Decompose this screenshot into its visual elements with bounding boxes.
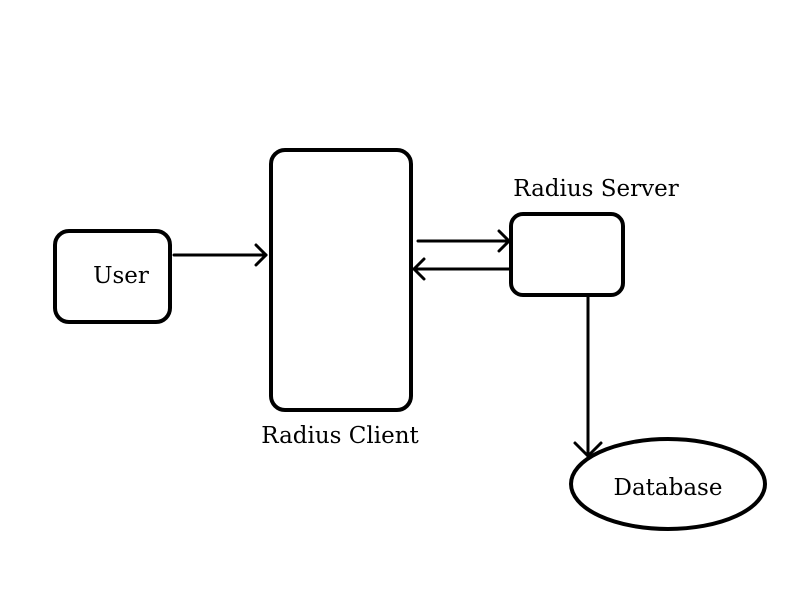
arrowhead-right: [254, 243, 268, 267]
arrow-server-to-client: [412, 257, 511, 281]
database-label: Database: [614, 475, 723, 501]
radius-client-label: Radius Client: [261, 423, 419, 449]
radius-server-label: Radius Server: [513, 176, 679, 202]
database-node[interactable]: Database: [569, 437, 767, 531]
database-ellipse: [569, 437, 767, 531]
arrowhead-right: [497, 229, 511, 253]
arrow-user-to-client: [172, 243, 268, 267]
arrow-client-to-server: [416, 229, 511, 253]
arrowhead-left: [412, 257, 426, 281]
user-box: [53, 229, 172, 324]
radius-server-box: [509, 212, 625, 297]
radius-server-node[interactable]: Radius Server: [509, 176, 679, 297]
user-label: User: [93, 263, 149, 289]
arrowhead-down: [573, 441, 603, 458]
radius-client-node[interactable]: Radius Client: [261, 148, 420, 449]
radius-client-box: [269, 148, 413, 412]
user-node[interactable]: User: [53, 229, 172, 324]
arrow-server-to-database: [573, 295, 603, 458]
